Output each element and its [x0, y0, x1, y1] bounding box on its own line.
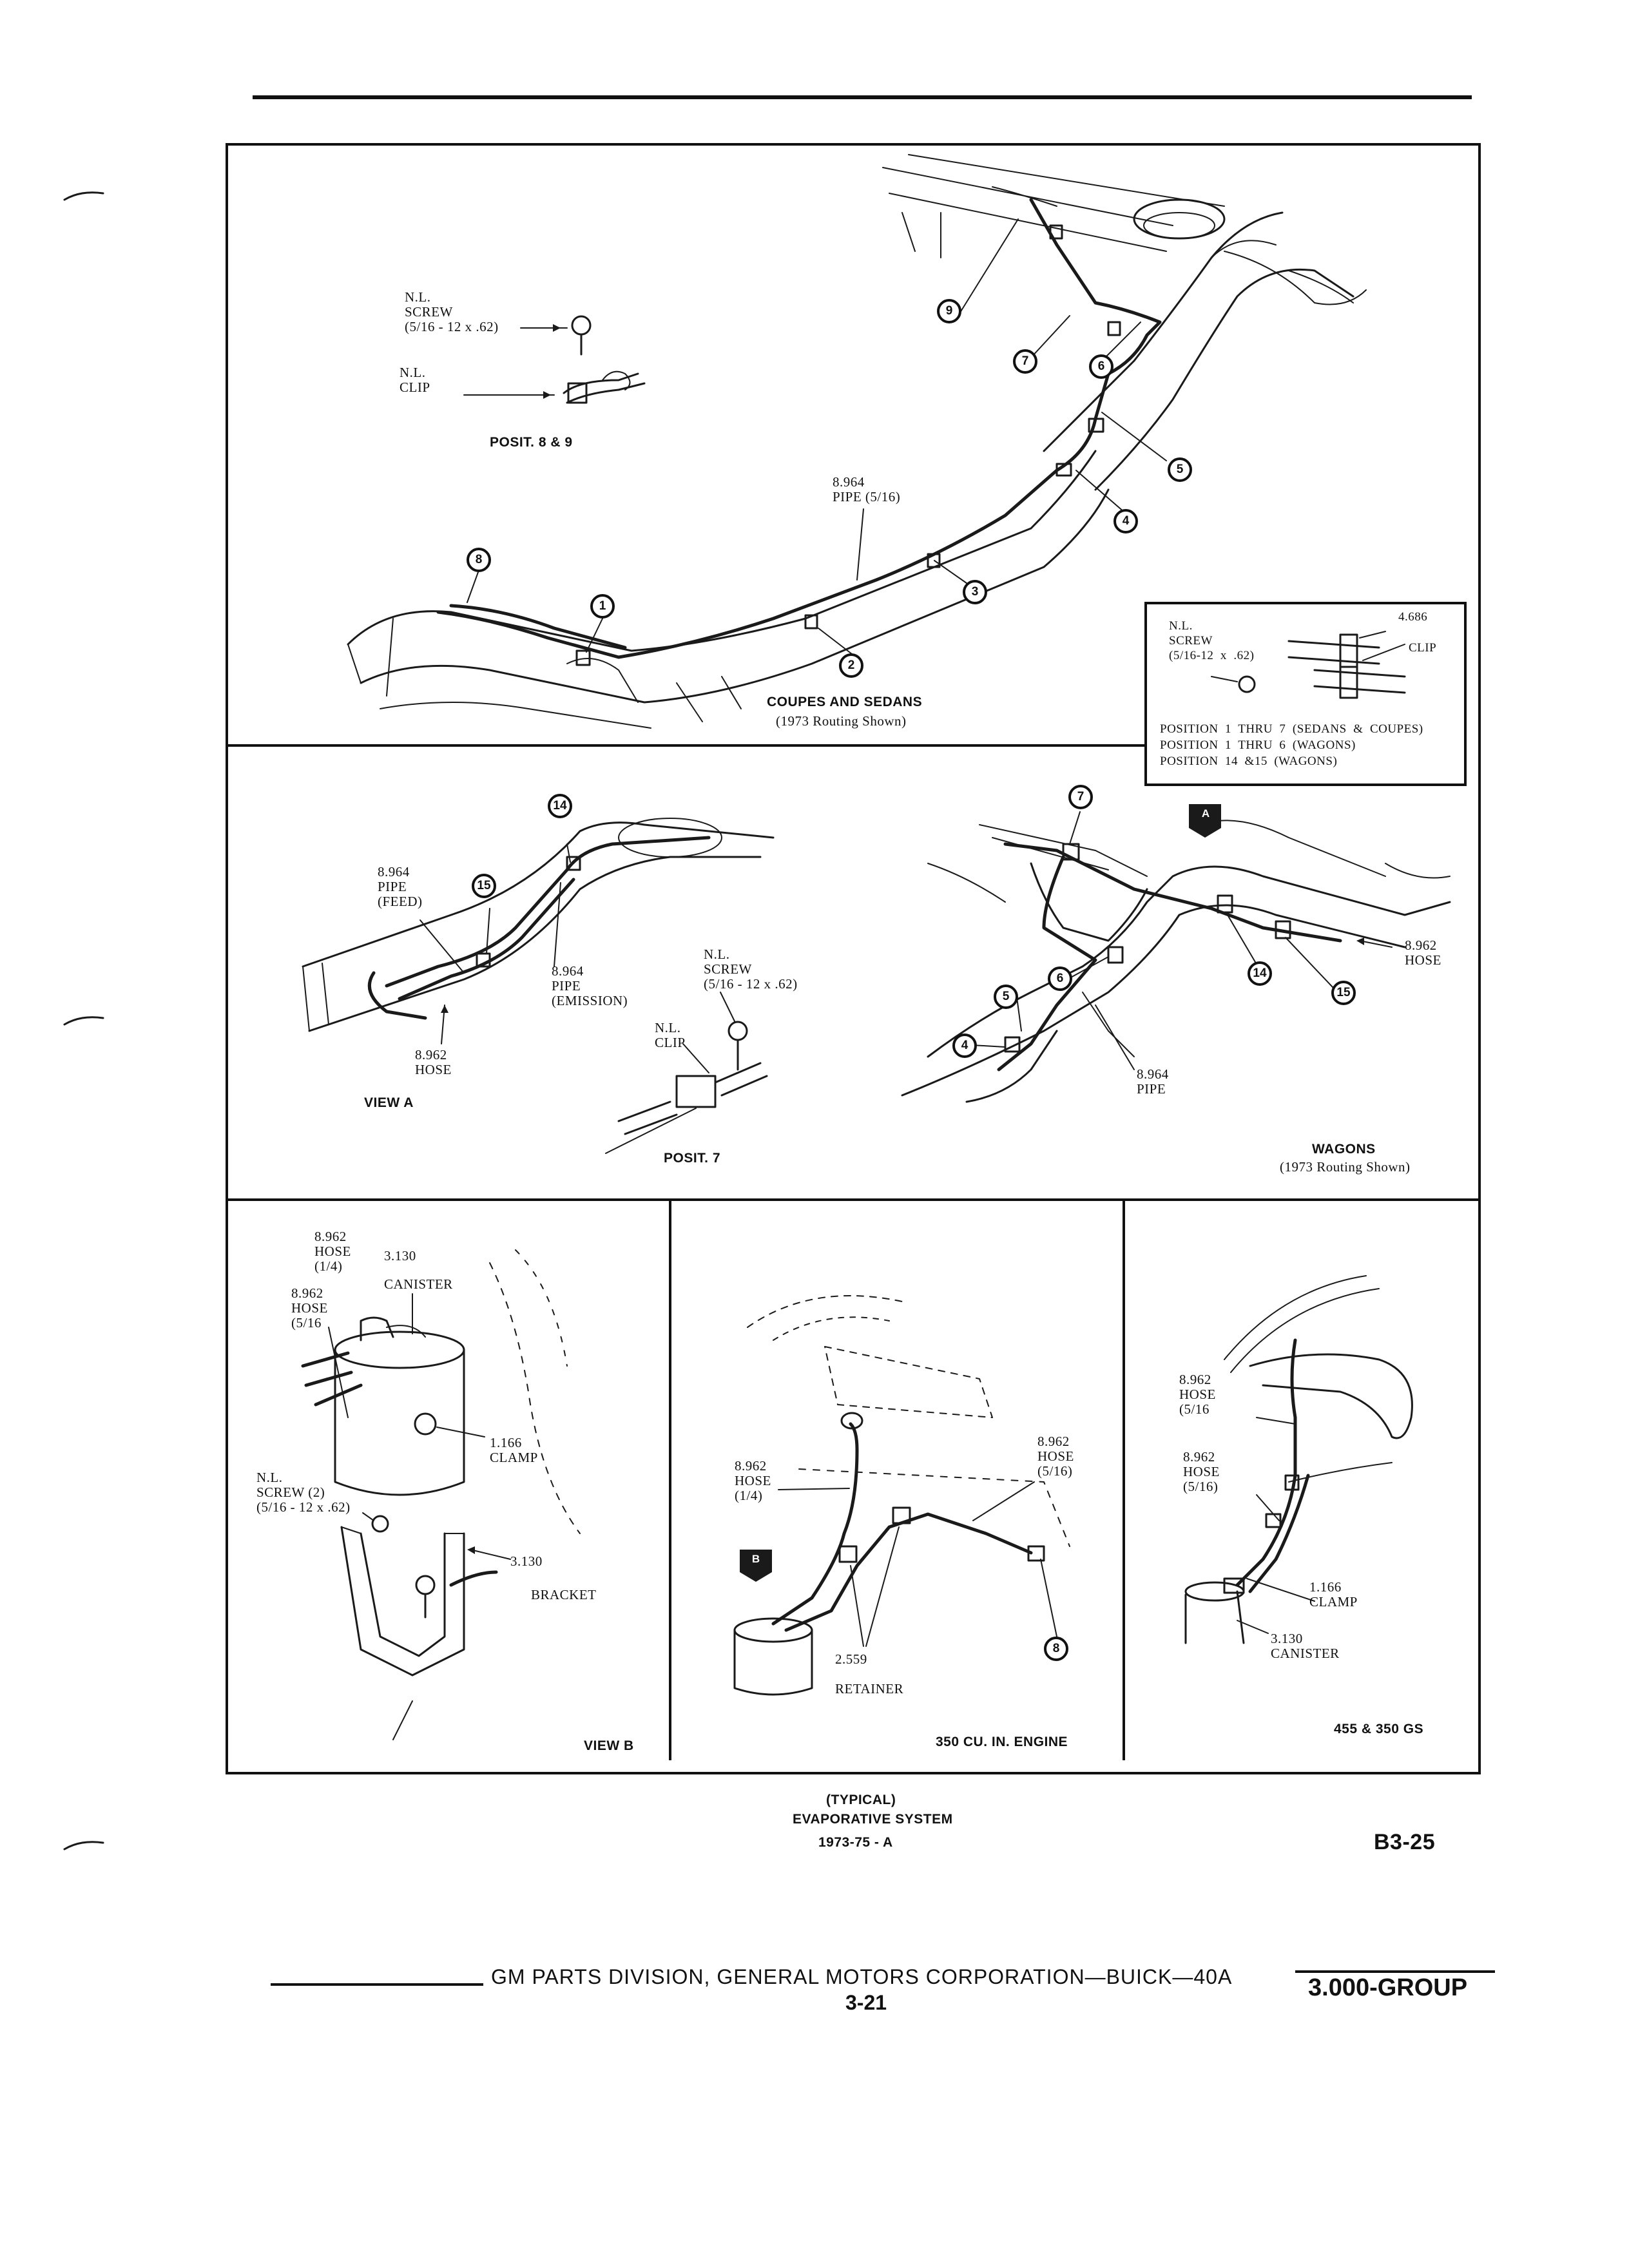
engine455-label-clamp: 1.166 CLAMP [1309, 1579, 1358, 1610]
inset-position-3: POSITION 14 &15 (WAGONS) [1160, 754, 1338, 768]
margin-marks [63, 191, 104, 1850]
engine455-label-hose-a: 8.962 HOSE (5/16 [1179, 1372, 1216, 1417]
callout-4-wagons: 4 [952, 1033, 977, 1058]
callout-4: 4 [1113, 509, 1138, 533]
inset-position-2: POSITION 1 THRU 6 (WAGONS) [1160, 738, 1356, 752]
divider-middle [228, 1198, 1478, 1201]
caption-455-350gs: 455 & 350 GS [1334, 1722, 1424, 1736]
view-b-label-hose-1-4: 8.962 HOSE (1/4) [314, 1229, 351, 1274]
callout-9: 9 [937, 299, 961, 323]
callout-5: 5 [1168, 457, 1192, 482]
view-b-label-clamp: 1.166 CLAMP [490, 1435, 538, 1465]
callout-8-engine350: 8 [1044, 1637, 1068, 1661]
caption-posit-8-9: POSIT. 8 & 9 [490, 435, 573, 450]
inset-box [1144, 602, 1467, 786]
engine350-label-retainer: 2.559 RETAINER [835, 1651, 904, 1696]
callout-6-wagons: 6 [1048, 966, 1072, 991]
footer-group: 3.000-GROUP [1308, 1974, 1468, 2001]
view-b-label-canister: CANISTER [384, 1276, 453, 1292]
figure-caption-typical: (TYPICAL) [826, 1792, 896, 1807]
view-b-label-bracket: BRACKET [531, 1587, 597, 1602]
callout-7: 7 [1013, 349, 1037, 374]
view-b-label-screw: N.L. SCREW (2) (5/16 - 12 x .62) [256, 1470, 351, 1515]
label-pipe-5-16: 8.964 PIPE (5/16) [833, 474, 901, 505]
callout-8: 8 [467, 548, 491, 572]
divider-bottom-2 [1123, 1200, 1125, 1760]
label-posit7-screw: N.L. SCREW (5/16 - 12 x .62) [704, 947, 798, 992]
footer-publisher: GM PARTS DIVISION, GENERAL MOTORS CORPOR… [491, 1965, 1233, 1988]
label-posit7-clip: N.L. CLIP [655, 1020, 686, 1050]
callout-14-wagons: 14 [1248, 961, 1272, 986]
caption-wagons-routing: (1973 Routing Shown) [1280, 1159, 1411, 1175]
engine455-label-hose-b: 8.962 HOSE (5/16) [1183, 1449, 1220, 1494]
caption-350-engine: 350 CU. IN. ENGINE [936, 1735, 1068, 1749]
inset-label-clip: CLIP [1409, 641, 1437, 655]
footer-page-number: 3-21 [845, 1991, 887, 2014]
marker-b: B [751, 1553, 760, 1565]
caption-coupes-sedans: COUPES AND SEDANS [767, 695, 923, 709]
caption-view-a: VIEW A [364, 1095, 414, 1110]
inset-position-1: POSITION 1 THRU 7 (SEDANS & COUPES) [1160, 722, 1423, 736]
caption-view-b: VIEW B [584, 1738, 634, 1753]
view-b-label-3130: 3.130 [384, 1248, 416, 1264]
divider-bottom-1 [669, 1200, 671, 1760]
inset-label-part-number: 4.686 [1398, 610, 1428, 624]
callout-3: 3 [963, 580, 987, 604]
inset-label-screw: N.L. SCREW (5/16-12 x .62) [1169, 619, 1255, 662]
figure-caption-title: EVAPORATIVE SYSTEM [793, 1812, 953, 1827]
callout-7-wagons: 7 [1068, 785, 1093, 809]
callout-2: 2 [839, 653, 863, 678]
footer-rule-right [1295, 1970, 1495, 1973]
callout-14-view-a: 14 [548, 794, 572, 818]
caption-posit-7: POSIT. 7 [664, 1151, 721, 1166]
label-wagon-hose: 8.962 HOSE [1405, 937, 1441, 968]
marker-a: A [1201, 807, 1210, 820]
caption-1973-routing: (1973 Routing Shown) [776, 713, 907, 729]
view-b-label-bracket-number: 3.130 [510, 1553, 543, 1569]
label-nl-screw: N.L. SCREW (5/16 - 12 x .62) [405, 289, 499, 334]
callout-5-wagons: 5 [994, 985, 1018, 1009]
page-code: B3-25 [1374, 1830, 1436, 1854]
callout-6: 6 [1089, 354, 1113, 379]
divider-top [228, 744, 1156, 747]
engine455-label-canister: 3.130 CANISTER [1271, 1631, 1340, 1661]
label-pipe-emission: 8.964 PIPE (EMISSION) [552, 963, 628, 1008]
engine350-label-hose-5-16: 8.962 HOSE (5/16) [1037, 1434, 1074, 1479]
callout-15-view-a: 15 [472, 874, 496, 898]
label-wagon-pipe: 8.964 PIPE [1137, 1066, 1169, 1097]
callout-1: 1 [590, 594, 615, 619]
footer-rule-left [271, 1983, 483, 1986]
label-pipe-feed: 8.964 PIPE (FEED) [378, 864, 423, 909]
label-nl-clip: N.L. CLIP [400, 365, 430, 395]
figure-caption-years: 1973-75 - A [818, 1835, 893, 1850]
label-hose-view-a: 8.962 HOSE [415, 1047, 452, 1077]
diagram-frame [226, 143, 1481, 1774]
caption-wagons: WAGONS [1312, 1142, 1376, 1157]
callout-15-wagons: 15 [1331, 981, 1356, 1005]
view-b-label-hose-5-16: 8.962 HOSE (5/16 [291, 1285, 328, 1331]
header-rule [253, 95, 1472, 99]
engine350-label-hose-1-4: 8.962 HOSE (1/4) [735, 1458, 771, 1503]
